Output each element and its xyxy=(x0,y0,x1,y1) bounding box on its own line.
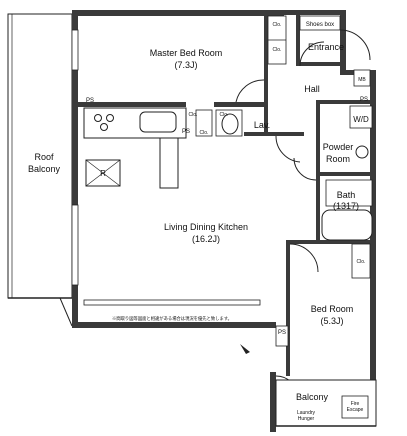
ldk-size: (16.2J) xyxy=(192,234,220,244)
ps-label-bedroom: PS xyxy=(278,330,286,336)
closet-label-bedroom: Clo. xyxy=(357,259,366,265)
roof-balcony-label-2: Balcony xyxy=(28,164,61,174)
bedroom-label: Bed Room xyxy=(311,304,354,314)
ps-label-hall: PS xyxy=(360,97,368,103)
closet-label-1: Clo. xyxy=(273,22,282,28)
powder-room-label-1: Powder xyxy=(323,142,354,152)
north-arrow-icon xyxy=(240,344,250,354)
wd-label: W/D xyxy=(353,115,369,124)
bedroom-size: (5.3J) xyxy=(320,316,343,326)
entrance-label: Entrance xyxy=(308,42,344,52)
closet-label-2: Clo. xyxy=(273,47,282,53)
bath-size: (1317) xyxy=(333,201,359,211)
laundry-label-2: Hunger xyxy=(298,416,315,422)
powder-room-label-2: Room xyxy=(326,154,350,164)
closet-label-kitchen: Clo. xyxy=(189,112,198,118)
bottom-balcony xyxy=(275,379,377,427)
laundry-label-1: Laundry xyxy=(297,410,316,416)
interior-walls xyxy=(78,15,376,376)
closet-column xyxy=(267,15,341,65)
closet-label-lav: Clo. xyxy=(200,130,209,136)
lav-label: Lav. xyxy=(254,120,270,130)
shoes-box-label: Shoes box xyxy=(306,22,334,28)
bedroom-closet xyxy=(275,243,371,347)
disclaimer-note: ※間取り図等図面と相違がある場合は現況を優先と致します。 xyxy=(112,315,232,322)
windows-left xyxy=(71,29,261,306)
mb-label: MB xyxy=(358,77,366,83)
ps-label-left: PS xyxy=(86,98,94,104)
bath-tub xyxy=(321,179,373,241)
fire-escape-label-2: Escape xyxy=(347,407,364,413)
mb-wd-fixtures xyxy=(349,69,373,129)
fire-escape-label-1: Fire xyxy=(351,401,360,407)
bath-label: Bath xyxy=(337,190,356,200)
roof-balcony-label-1: Roof xyxy=(34,152,54,162)
ps-label-kitchen: PS xyxy=(182,129,190,135)
powder-sink xyxy=(355,145,369,159)
master-bed-room-label: Master Bed Room xyxy=(150,48,223,58)
master-bed-room-size: (7.3J) xyxy=(174,60,197,70)
small-rooms xyxy=(195,109,243,137)
ldk-label: Living Dining Kitchen xyxy=(164,222,248,232)
refrigerator-space xyxy=(85,159,121,187)
balcony-label: Balcony xyxy=(296,392,329,402)
refrigerator-label: R xyxy=(100,169,106,178)
kitchen-counter xyxy=(83,107,187,189)
hall-label: Hall xyxy=(304,84,320,94)
closet-label-lav2: Clo. xyxy=(220,112,229,118)
